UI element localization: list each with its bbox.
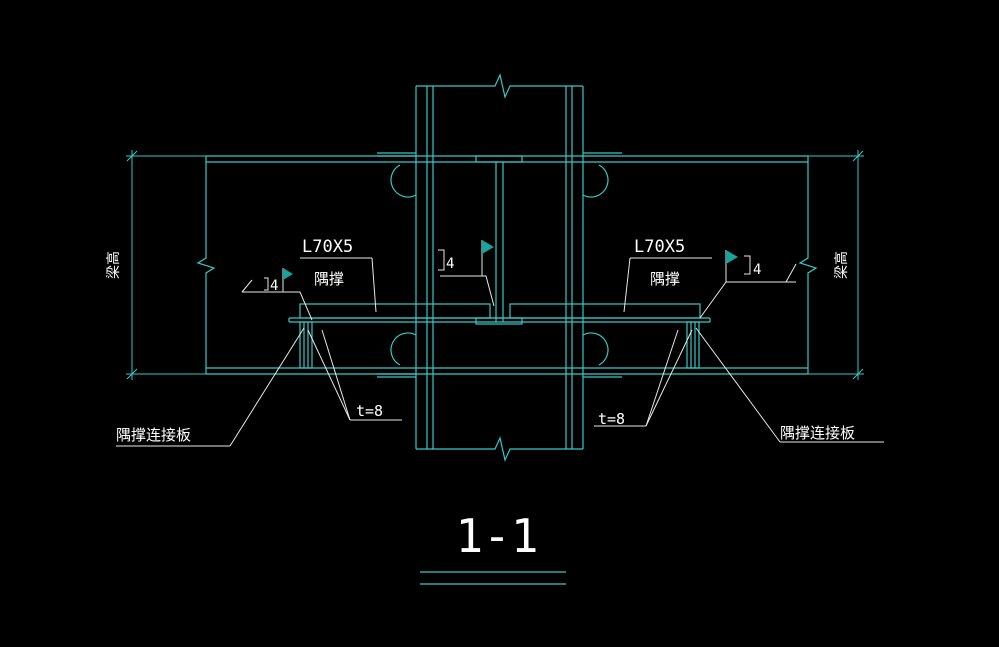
right-weld-symbol bbox=[699, 250, 797, 319]
right-section-label: L70X5 bbox=[634, 237, 685, 257]
left-plate-thickness: t=8 bbox=[356, 402, 383, 420]
right-section-leader bbox=[623, 257, 712, 313]
center-weld-symbol bbox=[438, 240, 495, 307]
left-thickness-leader bbox=[307, 329, 402, 421]
left-weld-symbol bbox=[241, 268, 313, 321]
left-plate-label: 隅撑连接板 bbox=[116, 426, 191, 444]
left-plate-leader bbox=[116, 327, 305, 447]
beam bbox=[196, 155, 818, 375]
section-title: 1-1 bbox=[455, 509, 538, 563]
title-underline bbox=[420, 571, 566, 585]
dimension-right bbox=[808, 150, 864, 380]
right-thickness-leader bbox=[594, 329, 693, 427]
right-plate-leader bbox=[695, 327, 884, 443]
angle-braces bbox=[288, 303, 711, 369]
dimension-left bbox=[126, 150, 206, 380]
left-section-leader bbox=[300, 257, 377, 313]
right-plate-thickness: t=8 bbox=[598, 410, 625, 428]
column bbox=[415, 73, 584, 462]
right-weld-size: 4 bbox=[753, 262, 761, 278]
right-member-label: 隅撑 bbox=[650, 270, 680, 288]
dimension-label-right: 梁高 bbox=[833, 251, 850, 279]
center-weld-size: 4 bbox=[446, 256, 454, 272]
dimension-label-left: 梁高 bbox=[105, 251, 122, 279]
left-weld-size: 4 bbox=[270, 278, 278, 294]
left-section-label: L70X5 bbox=[302, 237, 353, 257]
left-member-label: 隅撑 bbox=[314, 270, 344, 288]
continuity-plates bbox=[377, 152, 622, 378]
right-plate-label: 隅撑连接板 bbox=[780, 424, 855, 442]
